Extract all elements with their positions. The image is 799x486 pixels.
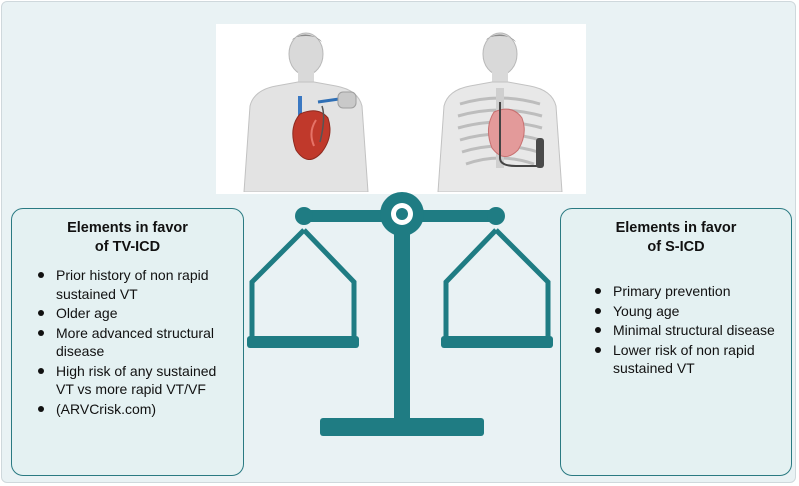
illustration-area [216, 24, 586, 194]
list-item: High risk of any sustained VT vs more ra… [36, 362, 236, 399]
s-icd-list: Primary prevention Young age Minimal str… [593, 282, 783, 379]
balance-scale-icon [247, 192, 553, 436]
scale-base [320, 418, 484, 436]
torso-with-subcutaneous-icd-icon [437, 32, 563, 192]
tv-icd-panel-title: Elements in favor of TV-ICD [12, 219, 243, 257]
list-item: (ARVCrisk.com) [36, 400, 236, 419]
tv-icd-panel: Elements in favor of TV-ICD Prior histor… [11, 208, 244, 476]
s-icd-panel: Elements in favor of S-ICD Primary preve… [560, 208, 792, 476]
s-icd-title-line1: Elements in favor [615, 220, 737, 236]
list-item: More advanced structural disease [36, 324, 236, 361]
list-item: Older age [36, 304, 236, 323]
list-item: Minimal structural disease [593, 321, 783, 340]
tv-icd-list: Prior history of non rapid sustained VT … [36, 266, 236, 419]
left-scale-pan [249, 228, 357, 338]
torso-with-transvenous-icd-icon [243, 32, 369, 192]
scale-pillar [394, 234, 410, 419]
s-icd-title-line2: of S-ICD [647, 239, 705, 255]
list-item: Lower risk of non rapid sustained VT [593, 341, 783, 378]
tv-icd-title-line2: of TV-ICD [94, 239, 161, 255]
scale-pivot [380, 192, 424, 236]
list-item: Primary prevention [593, 282, 783, 301]
s-icd-panel-title: Elements in favor of S-ICD [561, 219, 791, 257]
right-scale-pan [443, 228, 551, 338]
tv-icd-title-line1: Elements in favor [67, 220, 188, 236]
list-item: Prior history of non rapid sustained VT [36, 266, 236, 303]
list-item: Young age [593, 302, 783, 321]
